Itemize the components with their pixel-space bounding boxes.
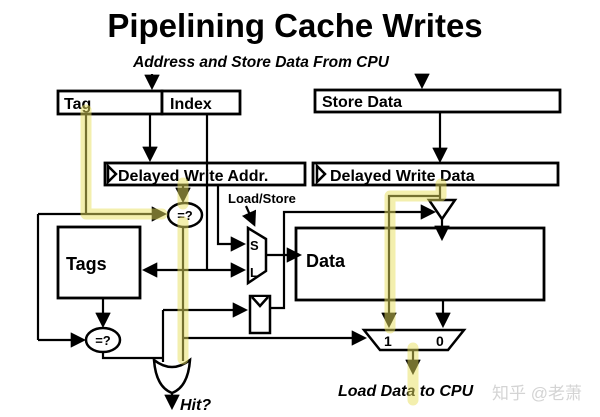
mux-store-input-label: S — [250, 238, 259, 253]
subtitle: Address and Store Data From CPU — [132, 54, 390, 71]
bypass-mux-one-label: 1 — [384, 333, 392, 349]
data-array-box — [294, 226, 546, 302]
store-data-label: Store Data — [322, 94, 402, 111]
load-data-to-cpu-label: Load Data to CPU — [338, 383, 474, 400]
page-title: Pipelining Cache Writes — [107, 7, 482, 44]
write-pending-register — [248, 294, 272, 335]
delayed-write-addr-register — [103, 161, 307, 187]
register-chevron-icon — [251, 296, 269, 308]
tags-array-box — [56, 225, 142, 300]
write-driver-triangle-icon — [426, 198, 458, 222]
watermark: 知乎 @老萧 — [492, 384, 582, 403]
load-store-label: Load/Store — [228, 191, 296, 206]
hit-label: Hit? — [180, 397, 211, 414]
clock-chevron-icon — [315, 162, 327, 186]
tag-comparator-label: =? — [95, 333, 111, 348]
delayed-write-addr-label: Delayed Write Addr. — [118, 168, 268, 185]
tags-array-label: Tags — [66, 254, 107, 274]
index-label: Index — [170, 96, 212, 113]
clock-chevron-icon — [106, 162, 118, 186]
mux-load-input-label: L — [250, 265, 258, 280]
highlight-marks — [80, 104, 447, 406]
bypass-mux — [361, 328, 467, 352]
index-field-box — [160, 89, 242, 116]
store-data-box — [313, 88, 562, 114]
or-gate-icon — [152, 357, 192, 395]
delayed-write-data-label: Delayed Write Data — [330, 168, 475, 185]
data-array-label: Data — [306, 251, 346, 271]
bypass-mux-zero-label: 0 — [436, 333, 444, 349]
addr-select-mux — [246, 225, 268, 286]
